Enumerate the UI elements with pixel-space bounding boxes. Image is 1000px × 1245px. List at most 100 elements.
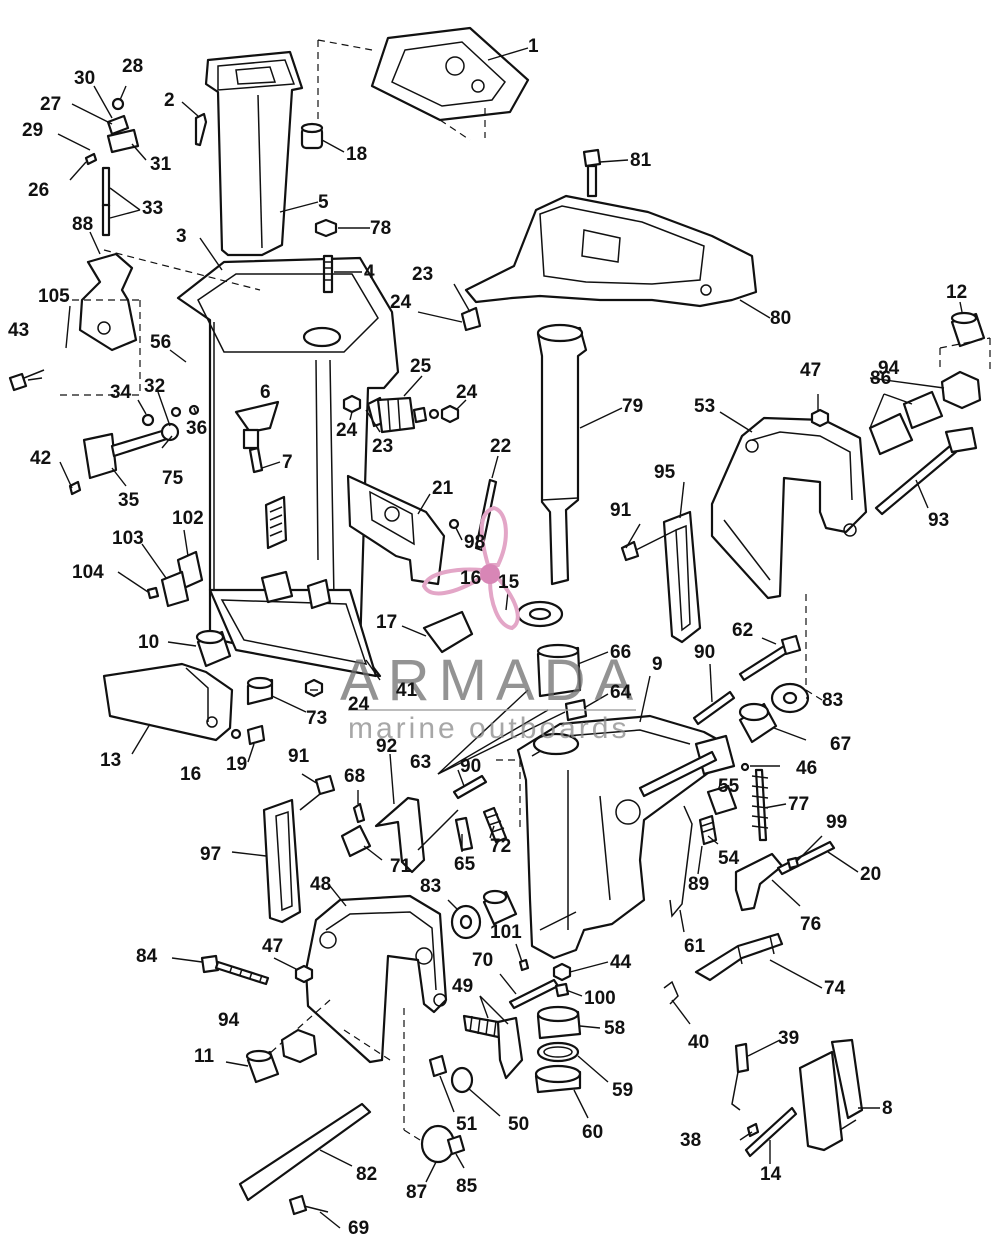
callout-25: 25 (410, 356, 432, 377)
callout-16-lower: 16 (180, 764, 201, 785)
clamp-bracket-part-48 (259, 894, 448, 1141)
callout-72: 72 (490, 836, 511, 857)
callout-2: 2 (164, 90, 175, 111)
callout-94-upper: 94 (878, 358, 900, 379)
bracket-part-8 (798, 1038, 864, 1152)
callout-15: 15 (498, 572, 520, 593)
bracket-part-21 (346, 474, 446, 586)
callout-90-upper: 90 (694, 642, 715, 663)
callout-35: 35 (118, 490, 140, 511)
callout-24-bottom: 24 (348, 694, 370, 715)
callout-42: 42 (30, 448, 51, 469)
callout-14: 14 (760, 1164, 782, 1185)
callout-23-upper: 23 (412, 264, 433, 285)
callout-84: 84 (136, 946, 158, 967)
callout-67: 67 (830, 734, 851, 755)
callout-47-upper: 47 (800, 360, 821, 381)
callout-97: 97 (200, 844, 221, 865)
callout-79: 79 (622, 396, 643, 417)
callout-22: 22 (490, 436, 511, 457)
callout-29: 29 (22, 120, 43, 141)
lever-part-74 (694, 932, 784, 982)
callout-92: 92 (376, 736, 397, 757)
callout-41: 41 (396, 680, 418, 701)
tube-parts-86-93 (868, 311, 991, 516)
propeller-blade-top (479, 505, 508, 567)
callout-70: 70 (472, 950, 493, 971)
callout-77: 77 (788, 794, 809, 815)
callout-8: 8 (882, 1098, 893, 1119)
callout-86: 86 (870, 368, 891, 389)
callout-91-lower: 91 (288, 746, 310, 767)
swivel-bracket-part-80 (464, 194, 758, 308)
callout-94-lower: 94 (218, 1010, 240, 1031)
callout-1: 1 (528, 36, 539, 57)
callout-13: 13 (100, 750, 121, 771)
callout-5: 5 (318, 192, 329, 213)
callout-54: 54 (718, 848, 740, 869)
callout-20: 20 (860, 864, 881, 885)
link-part-95 (620, 510, 702, 644)
callout-91-upper: 91 (610, 500, 632, 521)
swivel-bracket-part-9 (516, 714, 736, 960)
callout-16-upper: 16 (460, 568, 481, 589)
callout-33: 33 (142, 198, 163, 219)
nut-part-94-lower (245, 1028, 318, 1084)
pivot-bolt-part-62 (738, 634, 810, 744)
callout-59: 59 (612, 1080, 633, 1101)
plug-part-18 (300, 122, 324, 150)
callout-100: 100 (584, 988, 616, 1009)
callout-103: 103 (112, 528, 144, 549)
screw-part-43 (8, 369, 45, 392)
cover-part-13 (102, 662, 234, 742)
callout-39: 39 (778, 1028, 799, 1049)
callout-labels: 1 2 3 4 5 6 7 8 9 10 11 12 13 14 15 16 1… (8, 36, 967, 1239)
callout-18: 18 (346, 144, 367, 165)
armada-watermark: ARMADA marine outboards (340, 505, 636, 745)
callout-9: 9 (652, 654, 663, 675)
propeller-blade-left (421, 567, 487, 596)
callout-73: 73 (306, 708, 327, 729)
callout-24-left: 24 (336, 420, 358, 441)
callout-34: 34 (110, 382, 132, 403)
callout-87: 87 (406, 1182, 427, 1203)
callout-105: 105 (38, 286, 70, 307)
callout-47-lower: 47 (262, 936, 283, 957)
callout-74: 74 (824, 978, 846, 999)
callout-53: 53 (694, 396, 715, 417)
pins-parts-65-72 (452, 759, 521, 852)
callout-69: 69 (348, 1218, 369, 1239)
spring-part-49 (420, 1014, 524, 1164)
rings-parts-58-60 (534, 1005, 582, 1094)
bolt-part-84 (200, 954, 314, 986)
callout-83-upper: 83 (822, 690, 843, 711)
leader-lines (27, 47, 963, 1229)
callout-11: 11 (194, 1046, 215, 1067)
callout-83-lower: 83 (420, 876, 441, 897)
callout-23-lower: 23 (372, 436, 393, 457)
callout-7: 7 (282, 452, 293, 473)
callout-4: 4 (364, 262, 375, 283)
midsection-part-3 (176, 256, 400, 678)
pin-part-90-upper (692, 690, 736, 726)
callout-17: 17 (376, 612, 397, 633)
callout-101: 101 (490, 922, 522, 943)
bushing-part-66 (516, 600, 588, 722)
callout-27: 27 (40, 94, 61, 115)
callout-55: 55 (718, 776, 740, 797)
part-drawings (8, 26, 991, 1216)
grommet-part-73 (246, 676, 324, 706)
callout-68: 68 (344, 766, 365, 787)
washer-part-83-lower (450, 889, 518, 940)
callout-82: 82 (356, 1164, 377, 1185)
callout-62: 62 (732, 620, 753, 641)
callout-104: 104 (72, 562, 104, 583)
washer-part-16 (230, 724, 266, 746)
callout-63: 63 (410, 752, 431, 773)
bracket-part-92 (340, 796, 459, 874)
callout-46: 46 (796, 758, 817, 779)
callout-89: 89 (688, 874, 709, 895)
callout-36: 36 (186, 418, 207, 439)
exhaust-housing-part-5 (204, 50, 304, 257)
bracket-part-6 (234, 400, 280, 474)
